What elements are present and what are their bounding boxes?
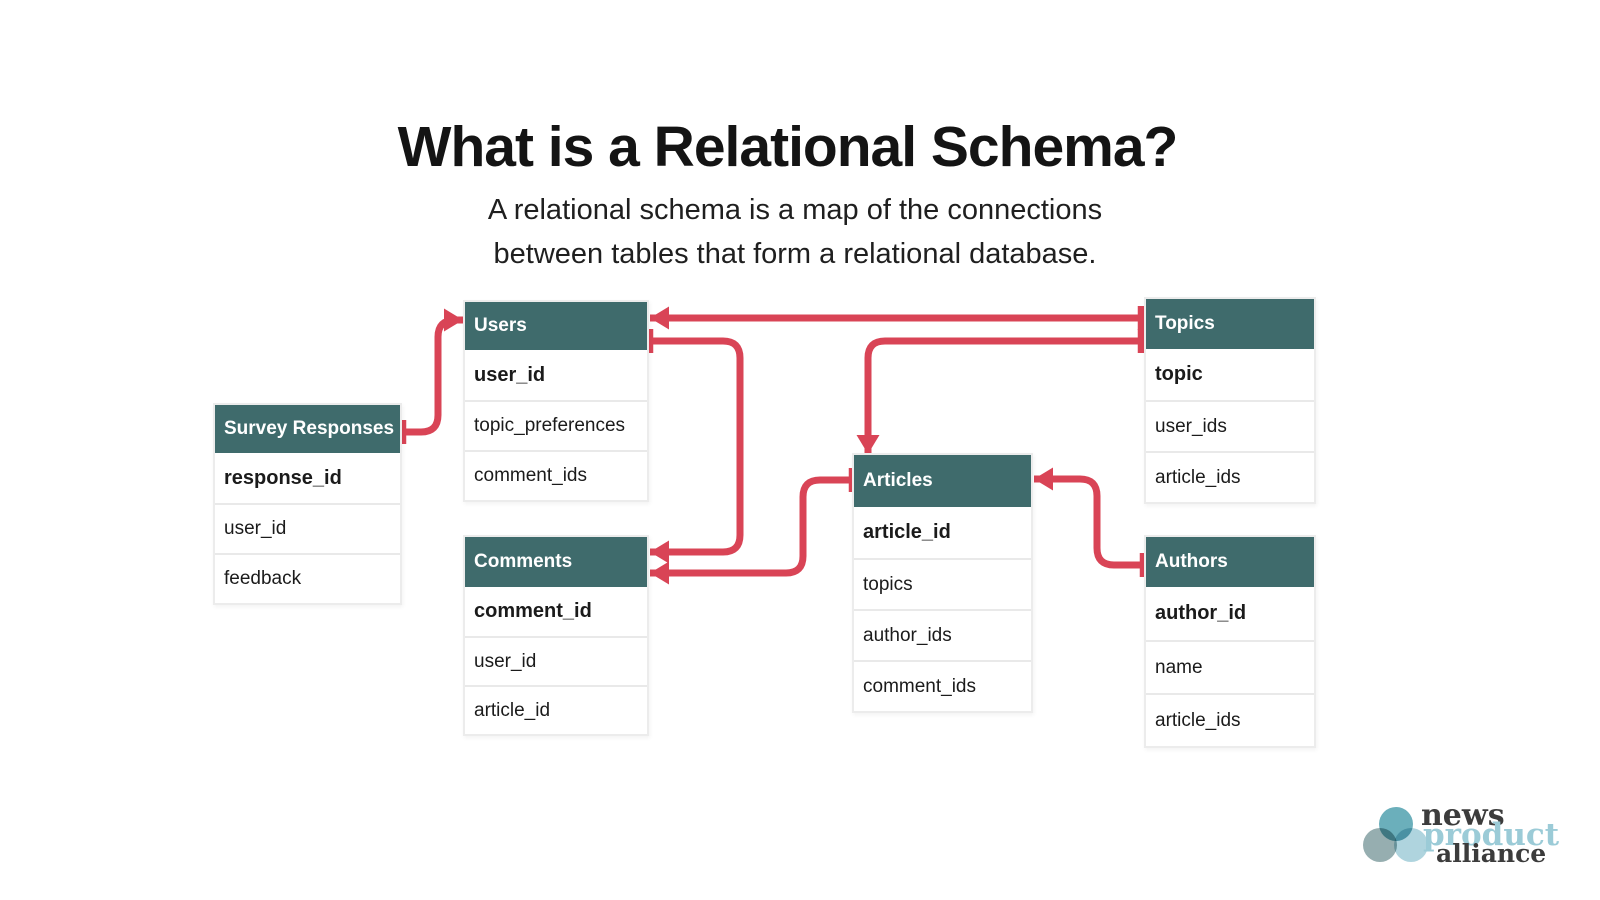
npa-logo: news product alliance <box>1340 784 1570 879</box>
page-title: What is a Relational Schema? <box>397 115 1179 180</box>
table-row: comment_ids <box>465 450 647 500</box>
arrowhead-icon <box>650 561 669 585</box>
table-row: topic_preferences <box>465 400 647 450</box>
arrowhead-icon <box>444 308 463 332</box>
table-row: author_ids <box>854 609 1031 660</box>
table-row: author_id <box>1146 587 1314 640</box>
table-header-label: Topics <box>1155 313 1215 334</box>
table-row: response_id <box>215 453 400 503</box>
table-row: comment_ids <box>854 660 1031 711</box>
table-row: name <box>1146 640 1314 693</box>
table-header: Survey Responses <box>215 405 400 453</box>
connector-topics-articles <box>856 329 1145 454</box>
connector-authors-articles <box>1034 467 1147 577</box>
table-header: Comments <box>465 537 647 587</box>
table-row: user_ids <box>1146 400 1314 451</box>
table-row: topic <box>1146 349 1314 400</box>
logo-alliance: alliance <box>1436 839 1547 868</box>
table-row: user_id <box>465 636 647 685</box>
logo-circles-icon <box>1363 807 1428 862</box>
logo-product: product <box>1423 817 1560 853</box>
logo-circle <box>1394 828 1428 862</box>
connector-topics-users <box>650 306 1145 330</box>
subtitle: A relational schema is a map of the conn… <box>0 188 1590 276</box>
table-row: topics <box>854 558 1031 609</box>
connector-users-comments <box>646 329 744 564</box>
table-row: article_id <box>854 507 1031 558</box>
table-row: article_ids <box>1146 451 1314 502</box>
table-row: user_id <box>465 350 647 400</box>
table-row: user_id <box>215 503 400 553</box>
arrowhead-icon <box>650 540 669 564</box>
logo-news: news <box>1421 798 1505 833</box>
table-header: Users <box>465 302 647 350</box>
subtitle-line: between tables that form a relational da… <box>493 238 1097 270</box>
logo-circle <box>1363 828 1397 862</box>
arrowhead-icon <box>650 306 669 330</box>
table-header-label: Users <box>474 315 527 336</box>
connector-survey_responses-users <box>399 308 463 444</box>
table-header-label: Authors <box>1155 551 1228 572</box>
table-header-label: Survey Responses <box>224 418 395 439</box>
table-header-label: Articles <box>863 470 933 491</box>
subtitle-line: A relational schema is a map of the conn… <box>487 194 1103 226</box>
table-header-label: Comments <box>474 551 573 572</box>
arrowhead-icon <box>1034 467 1053 491</box>
arrowhead-icon <box>856 435 880 454</box>
table-header: Authors <box>1146 537 1314 587</box>
connector-articles-comments <box>650 468 856 585</box>
table-row: article_ids <box>1146 693 1314 746</box>
table-header: Topics <box>1146 299 1314 349</box>
table-header: Articles <box>854 455 1031 507</box>
table-row: comment_id <box>465 587 647 636</box>
table-row: article_id <box>465 685 647 734</box>
table-row: feedback <box>215 553 400 603</box>
